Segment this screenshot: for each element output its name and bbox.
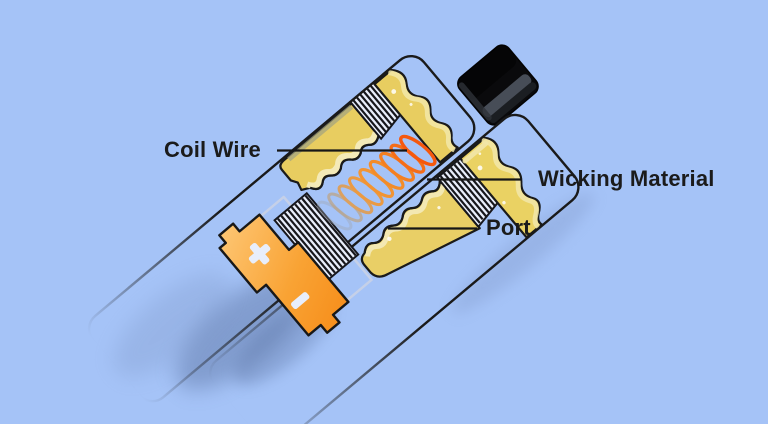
mouthpiece bbox=[457, 44, 539, 126]
thread-ribs-lower bbox=[435, 156, 499, 229]
battery-positive-icon bbox=[248, 242, 271, 265]
coil-spring-icon bbox=[316, 134, 437, 231]
leader-lines bbox=[277, 149, 521, 230]
cartridge-tube-outline bbox=[208, 113, 580, 424]
battery-negative-icon bbox=[291, 292, 310, 310]
label-port: Port bbox=[486, 215, 531, 240]
battery bbox=[218, 213, 350, 337]
label-wicking-material: Wicking Material bbox=[538, 166, 715, 191]
label-coil-wire: Coil Wire bbox=[164, 137, 261, 162]
